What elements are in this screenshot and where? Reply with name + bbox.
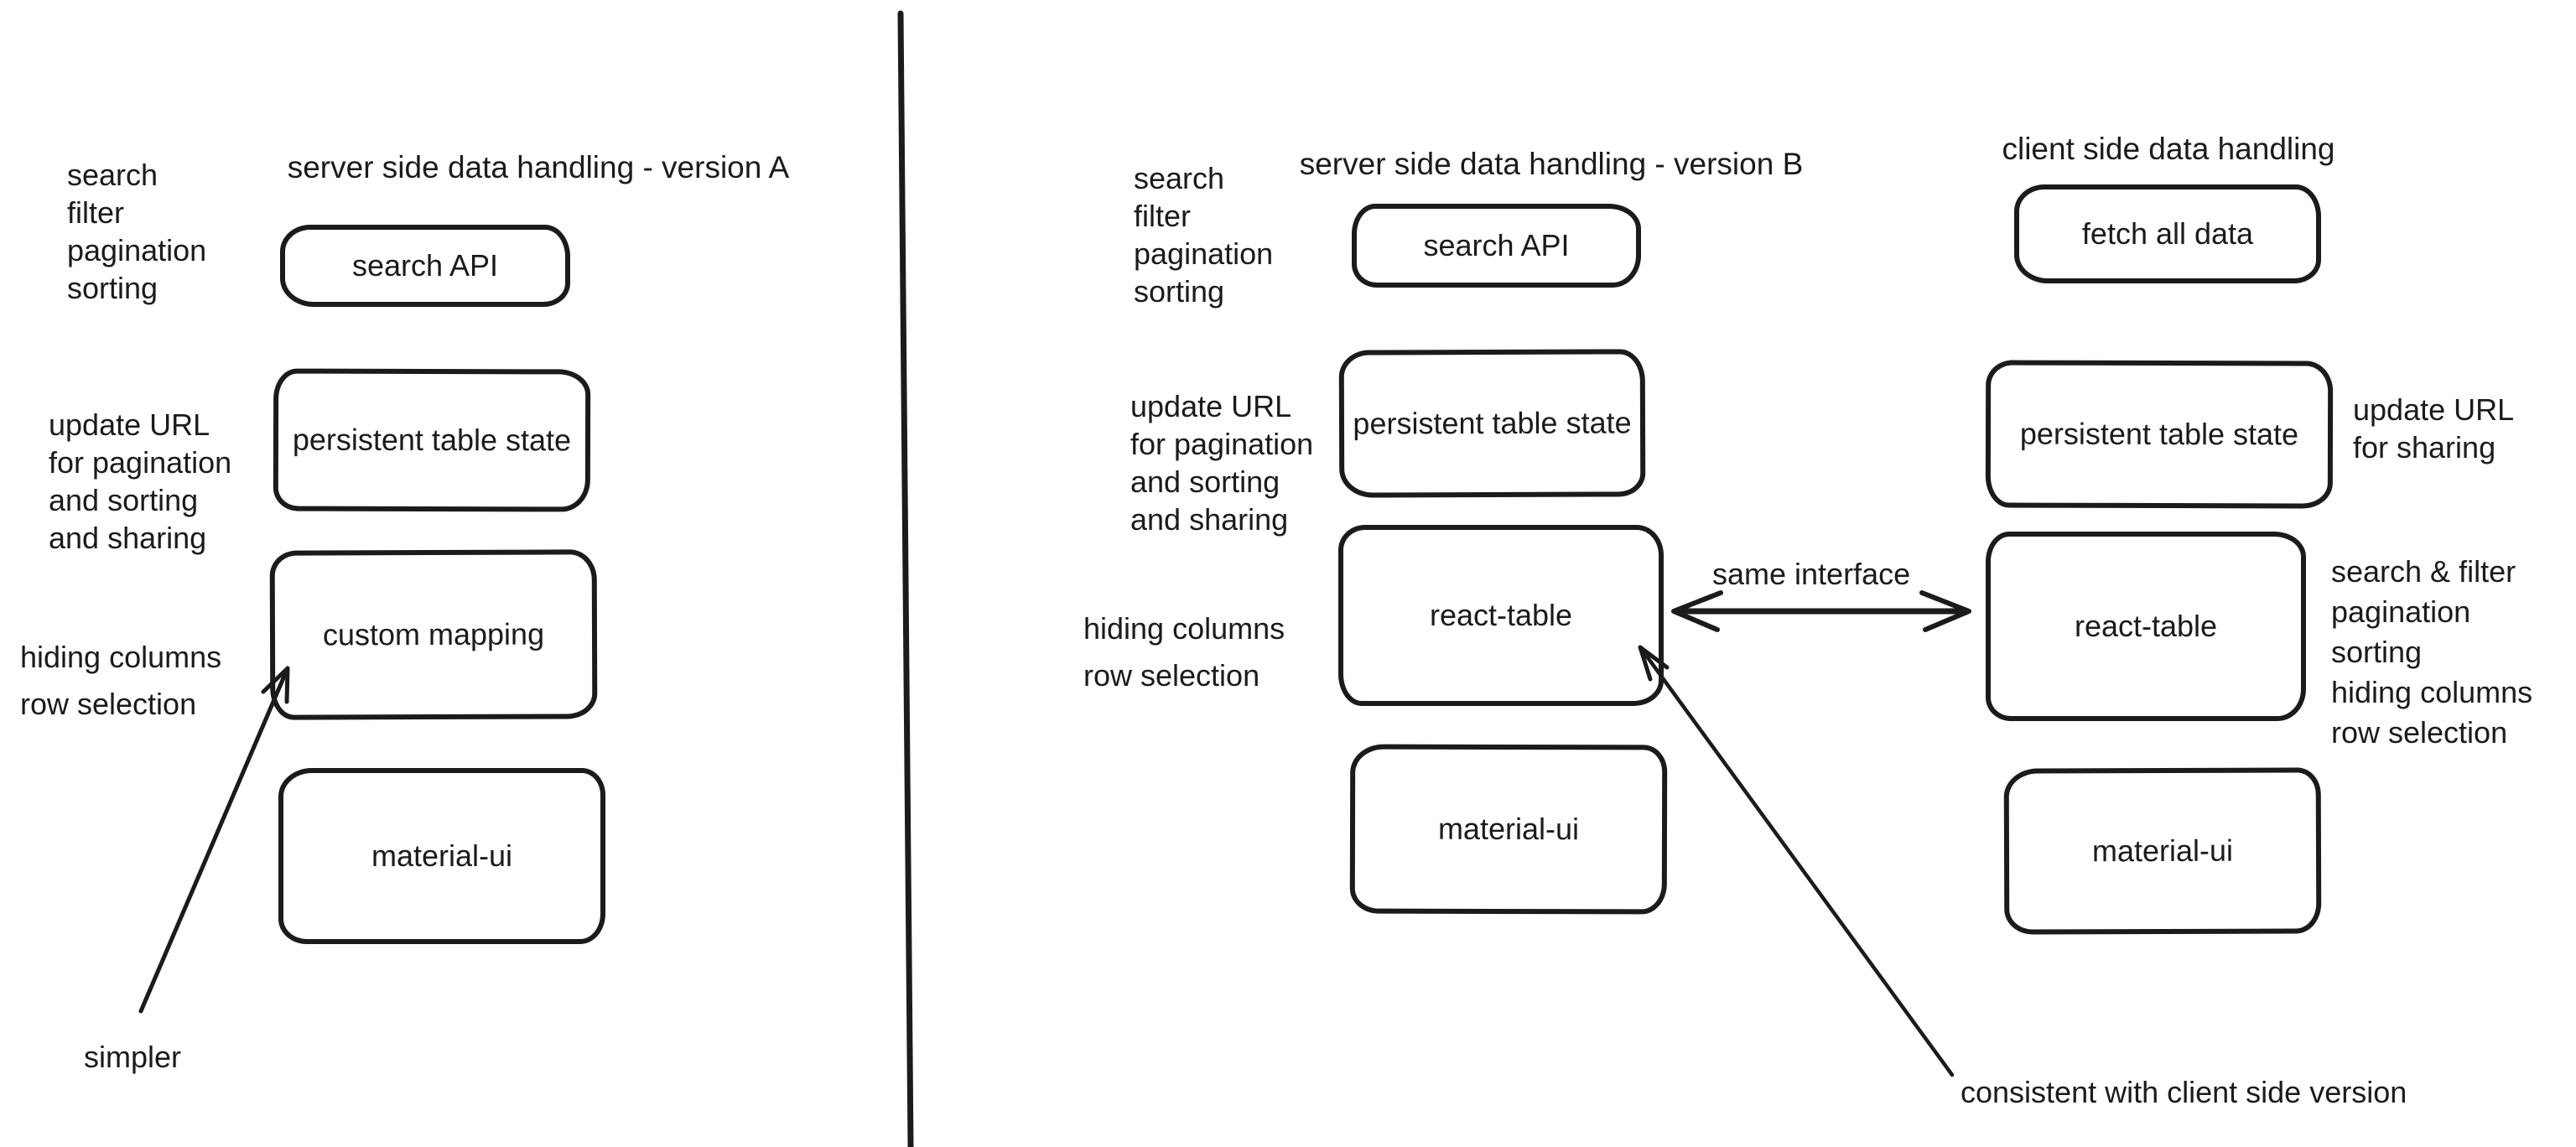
box-material-ui-b-label: material-ui <box>1437 811 1580 847</box>
label-hiding-columns-b: hiding columns row selection <box>1083 611 1285 693</box>
box-react-table-c-label: react-table <box>2074 609 2218 643</box>
box-material-ui-b: material-ui <box>1349 744 1668 915</box>
box-react-table-b-label: react-table <box>1429 598 1573 632</box>
box-persistent-table-state-b-label: persistent table state <box>1353 405 1632 441</box>
label-features-a: search filter pagination sorting <box>67 158 207 305</box>
box-fetch-all-data-label: fetch all data <box>2081 216 2254 251</box>
box-persistent-table-state-b: persistent table state <box>1338 349 1646 498</box>
box-fetch-all-data: fetch all data <box>2014 184 2321 283</box>
box-custom-mapping: custom mapping <box>269 549 598 720</box>
same-interface-arrow-left-head <box>1671 590 1723 632</box>
box-custom-mapping-label: custom mapping <box>322 616 545 652</box>
box-material-ui-a: material-ui <box>278 768 605 944</box>
box-persistent-table-state-a-label: persistent table state <box>292 422 572 458</box>
title-version-a: server side data handling - version A <box>287 150 790 184</box>
box-react-table-c: react-table <box>1986 532 2306 721</box>
box-material-ui-c-label: material-ui <box>2091 833 2234 869</box>
same-interface-arrow-right-head <box>1919 590 1971 632</box>
box-search-api-b: search API <box>1352 204 1641 288</box>
panel-divider-line <box>897 10 914 1147</box>
label-update-url-c: update URL for sharing <box>2353 392 2515 465</box>
box-react-table-b: react-table <box>1338 525 1664 706</box>
label-features-c: search & filter pagination sorting hidin… <box>2331 554 2533 750</box>
box-material-ui-c: material-ui <box>2003 767 2322 935</box>
consistent-arrow-shaft <box>1638 645 1955 1077</box>
box-search-api-a: search API <box>280 225 570 307</box>
label-update-url-b: update URL for pagination and sorting an… <box>1130 389 1314 537</box>
box-material-ui-a-label: material-ui <box>371 838 513 873</box>
label-features-b: search filter pagination sorting <box>1134 161 1274 309</box>
same-interface-arrow <box>1671 590 1971 632</box>
box-persistent-table-state-c: persistent table state <box>1985 360 2334 509</box>
annotation-consistent: consistent with client side version <box>1961 1075 2407 1109</box>
title-version-b: server side data handling - version B <box>1299 147 1804 181</box>
title-client-side: client side data handling <box>2002 132 2335 166</box>
box-search-api-a-label: search API <box>351 248 499 283</box>
annotation-same-interface: same interface <box>1712 557 1911 591</box>
consistent-arrow <box>1638 645 1955 1077</box>
box-persistent-table-state-a: persistent table state <box>273 368 591 512</box>
box-search-api-b-label: search API <box>1423 228 1570 262</box>
label-update-url-a: update URL for pagination and sorting an… <box>49 407 232 555</box>
annotation-simpler: simpler <box>84 1040 182 1074</box>
box-persistent-table-state-c-label: persistent table state <box>2019 416 2299 452</box>
label-hiding-columns-a: hiding columns row selection <box>20 640 222 721</box>
